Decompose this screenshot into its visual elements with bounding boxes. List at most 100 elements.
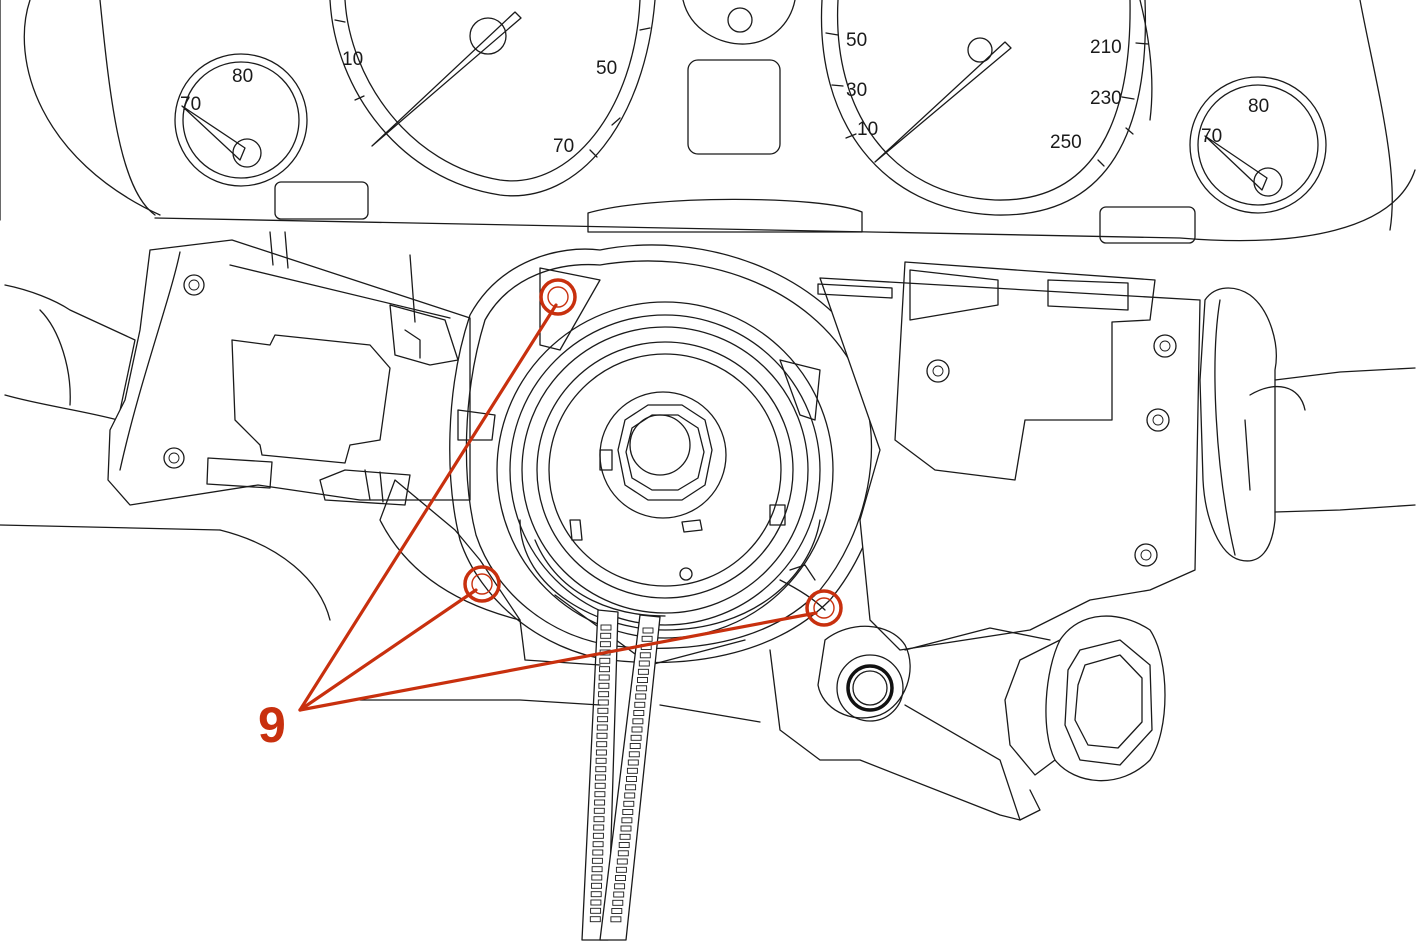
ribbon-cable-tooth xyxy=(600,632,612,639)
leader-line-left xyxy=(298,588,478,712)
speedo-label-210: 210 xyxy=(1090,37,1122,58)
ribbon-cable-tooth xyxy=(590,899,602,906)
ribbon-cable-tooth xyxy=(619,833,631,840)
callout-9: 9 xyxy=(258,278,843,753)
right-stalk-switch xyxy=(359,261,1416,821)
ribbon-cable-tooth xyxy=(599,657,611,664)
bolt-bottom-left xyxy=(463,565,501,603)
speedo-label-250: 250 xyxy=(1050,132,1082,153)
ribbon-cable-tooth xyxy=(599,641,611,648)
ribbon-cable-tooth xyxy=(594,799,606,806)
ribbon-cable-tooth xyxy=(634,701,646,708)
ribbon-cable-tooth xyxy=(632,718,644,725)
ribbon-cable-tooth xyxy=(598,674,610,681)
right-gauge-label-70: 70 xyxy=(1201,126,1222,147)
ribbon-cable-tooth xyxy=(592,832,604,839)
right-gauge-label-80: 80 xyxy=(1248,96,1269,117)
left-small-gauge: 80 70 xyxy=(174,53,308,187)
ribbon-cable-tooth xyxy=(626,776,637,782)
ribbon-cable-tooth xyxy=(591,874,603,881)
ribbon-cable-tooth xyxy=(595,749,607,756)
ribbon-cable-tooth xyxy=(590,907,602,914)
leader-line-right xyxy=(298,611,818,712)
ribbon-cable-tooth xyxy=(616,858,628,865)
ribbon-cable-tooth xyxy=(612,899,624,906)
bolt-top-left-inner xyxy=(547,286,569,308)
ribbon-cable-tooth xyxy=(594,782,606,789)
ribbon-cable-tooth xyxy=(626,767,638,774)
ribbon-cable-tooth xyxy=(591,857,603,864)
leader-line-top xyxy=(298,303,558,712)
ribbon-cable-tooth xyxy=(595,766,607,773)
left-gauge-label-80: 80 xyxy=(232,66,253,87)
speedo-label-30: 30 xyxy=(846,80,867,101)
ribbon-cable-tooth xyxy=(617,850,629,857)
bolt-bottom-left-inner xyxy=(471,573,493,595)
ribbon-cable-tooth xyxy=(595,774,606,781)
ribbon-cable-tooth xyxy=(613,891,625,898)
ribbon-cable-tooth xyxy=(625,784,637,791)
ribbon-cable-tooth xyxy=(639,652,651,659)
speedo-label-230: 230 xyxy=(1090,88,1122,109)
ribbon-cable-tooth xyxy=(595,757,607,764)
ribbon-cable-tooth xyxy=(636,685,648,692)
ribbon-cable-tooth xyxy=(633,710,645,716)
ribbon-cable-tooth xyxy=(618,842,630,848)
bolt-top-left xyxy=(539,278,577,316)
ribbon-cable-tooth xyxy=(631,726,643,733)
ribbon-cable-tooth xyxy=(620,825,632,832)
ribbon-cable-tooth xyxy=(593,807,605,814)
ribbon-cable-tooth xyxy=(590,891,602,898)
speedo-label-10-right: 10 xyxy=(857,119,878,140)
ribbon-cable-tooth xyxy=(641,635,653,642)
ribbon-cable-tooth xyxy=(621,817,633,824)
ribbon-cable-tooth xyxy=(596,724,608,731)
ribbon-cable-tooth xyxy=(615,866,627,873)
ribbon-cable-tooth xyxy=(598,682,610,689)
ribbon-cable-tooth xyxy=(598,691,610,698)
speedo-label-50-right: 50 xyxy=(846,30,867,51)
ribbon-cable-tooth xyxy=(611,908,623,914)
ribbon-cable-tooth xyxy=(593,816,605,823)
ribbon-cable-tooth xyxy=(594,791,606,798)
speedo-label-70: 70 xyxy=(553,136,574,157)
ribbon-cable-tooth xyxy=(627,759,639,766)
instrument-cluster: 80 70 10 50 70 xyxy=(0,0,1416,244)
ribbon-cable-tooth xyxy=(596,741,608,748)
bolt-bottom-right xyxy=(805,589,843,627)
bolt-bottom-right-inner xyxy=(813,597,835,619)
ribbon-cable-tooth xyxy=(592,849,604,856)
speedo-label-50: 50 xyxy=(596,58,617,79)
left-speedometer: 10 50 70 xyxy=(274,0,656,220)
left-gauge-label-70: 70 xyxy=(180,94,201,115)
ribbon-cable-tooth xyxy=(597,707,609,714)
ribbon-cable-tooth xyxy=(628,751,640,758)
ribbon-cable-tooth xyxy=(599,666,610,673)
ribbon-cable-tooth xyxy=(615,875,626,881)
ribbon-cable-tooth xyxy=(630,734,642,741)
ribbon-cable-tooth xyxy=(624,792,636,799)
ribbon-cable-tooth xyxy=(637,677,648,683)
ribbon-cable-tooth xyxy=(637,668,649,675)
ribbon-cable-tooth xyxy=(629,743,641,749)
ribbon-cable-tooth xyxy=(638,660,650,667)
left-stalk-switch xyxy=(0,231,471,621)
ribbon-cable-tooth xyxy=(642,627,654,634)
right-speedometer: 50 30 10 210 230 250 xyxy=(820,0,1196,244)
ribbon-cable-tooth xyxy=(600,624,612,631)
ribbon-cable-tooth xyxy=(589,916,601,923)
ribbon-cable-tooth xyxy=(597,716,609,723)
ribbon-cable-tooth xyxy=(591,882,602,889)
ribbon-cable-tooth xyxy=(592,841,604,848)
speedo-label-10: 10 xyxy=(342,49,363,70)
ribbon-cable-tooth xyxy=(593,824,605,831)
ribbon-cable-tooth xyxy=(622,809,634,815)
center-display xyxy=(587,0,863,233)
ribbon-cable-tooth xyxy=(591,866,603,873)
ribbon-cable-tooth xyxy=(597,699,609,706)
callout-number: 9 xyxy=(258,697,286,753)
right-small-gauge: 80 70 xyxy=(1189,76,1327,214)
ribbon-cable-tooth xyxy=(635,693,647,700)
